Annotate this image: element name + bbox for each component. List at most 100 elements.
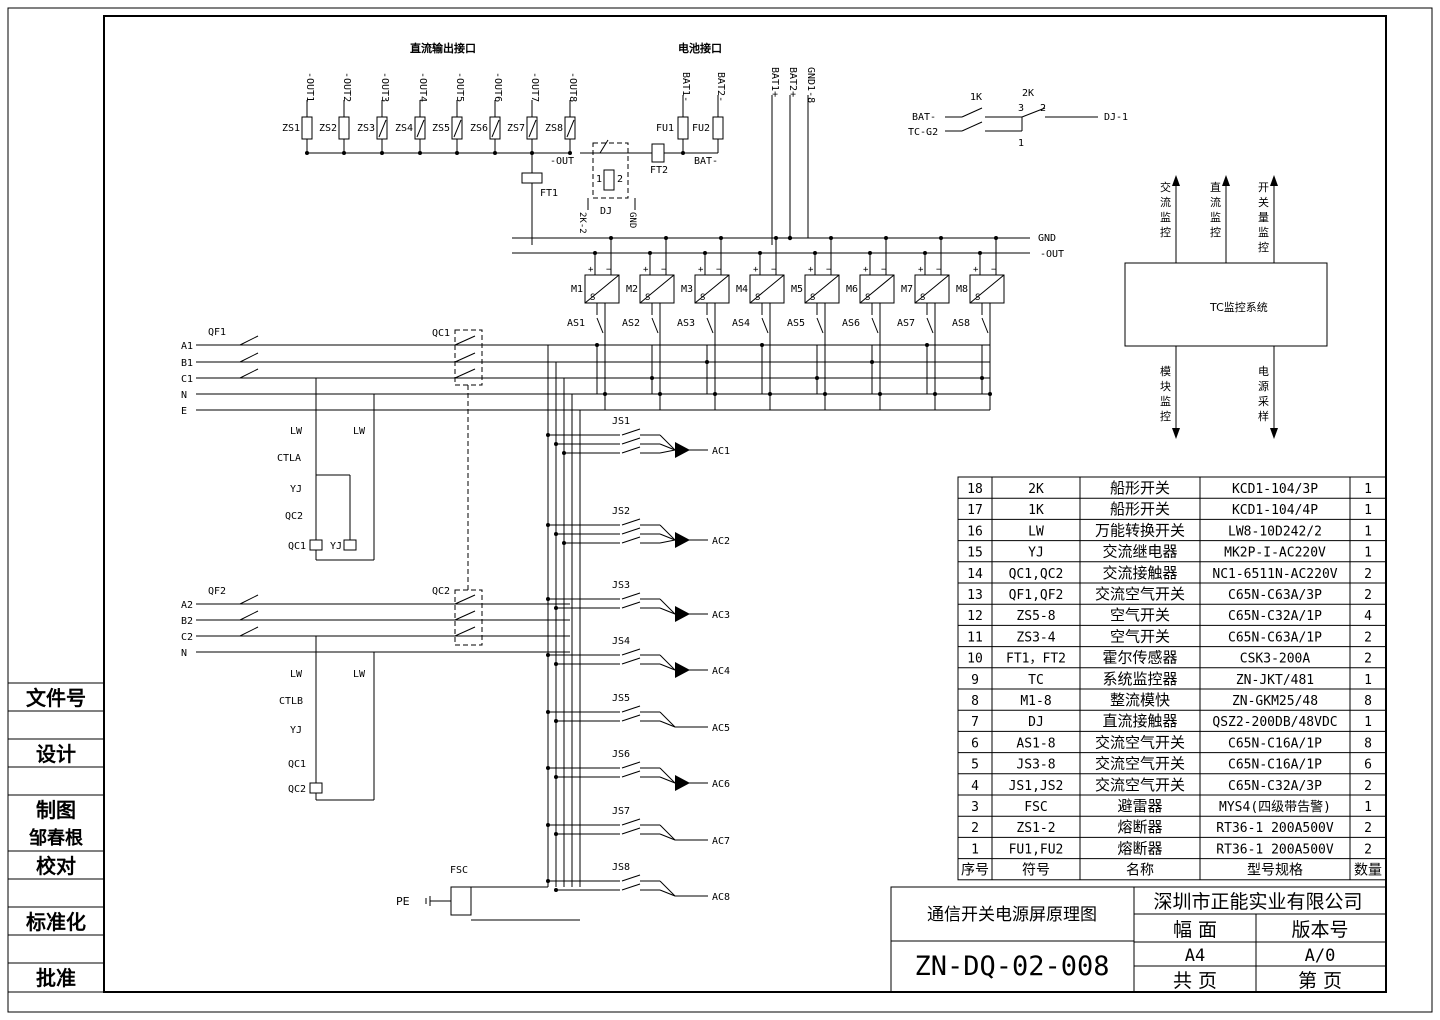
bom-cell: 1: [1364, 673, 1372, 688]
dc-switch-label: ZS8: [545, 123, 563, 134]
company-name: 深圳市正能实业有限公司: [1153, 891, 1362, 913]
bom-cell: RT36-1 200A500V: [1216, 842, 1334, 857]
svg-text:−: −: [826, 265, 832, 275]
dj-label: DJ: [600, 206, 612, 217]
drawing-number: ZN-DQ-02-008: [914, 951, 1109, 982]
bom-cell: ZS1-2: [1016, 821, 1055, 836]
svg-text:+: +: [808, 265, 814, 275]
inner-border: [103, 15, 1387, 993]
bom-cell: 空气开关: [1110, 627, 1170, 645]
dc-switch-symbol: [564, 116, 576, 140]
bom-cell: 13: [967, 588, 983, 603]
panel-label-design: 设计: [36, 742, 76, 766]
bom-cell: RT36-1 200A500V: [1216, 821, 1334, 836]
control-circuit-2: LW LW CTLB YJ QC1 QC2: [279, 636, 375, 801]
fu2-label: FU2: [692, 123, 710, 134]
switch-circuit: BAT- TC-G2 1K 2K 3 2 1 DJ-1: [908, 88, 1128, 149]
outer-border: [7, 7, 1433, 1013]
svg-text:S: S: [645, 293, 650, 303]
bom-cell: 14: [967, 567, 983, 582]
bom-cell: CSK3-200A: [1240, 652, 1311, 667]
bom-cell: 1: [1364, 524, 1372, 539]
bom-cell: 11: [967, 630, 983, 645]
ac-output-label: AC7: [712, 836, 730, 847]
phase-label: A2: [181, 600, 193, 611]
total-pages: 共 页: [1173, 970, 1217, 992]
dc-output-title: 直流输出接口: [410, 41, 476, 55]
dc-switch-symbol: [414, 116, 426, 140]
bom-cell: 2: [1364, 842, 1372, 857]
bom-cell: 交流空气开关: [1095, 733, 1185, 751]
dc-switch-label: ZS6: [470, 123, 488, 134]
bom-cell: 1: [1364, 715, 1372, 730]
tc-arrow-label: 电: [1258, 365, 1269, 378]
sw-tcg2-label: TC-G2: [908, 127, 938, 138]
bom-cell: ZN-JKT/481: [1236, 673, 1314, 688]
module-label: M7: [901, 284, 913, 295]
bom-cell: QC1,QC2: [1009, 567, 1064, 582]
svg-text:−: −: [936, 265, 942, 275]
bom-cell: 万能转换开关: [1095, 521, 1185, 539]
ac-output-label: AC8: [712, 892, 730, 903]
panel-label-approve: 批准: [36, 966, 76, 990]
bom-cell: 3: [971, 800, 979, 815]
dc-switch-label: ZS5: [432, 123, 450, 134]
qf1-label: QF1: [208, 327, 226, 338]
bom-cell: YJ: [1028, 546, 1044, 561]
ft2-label: FT2: [650, 165, 668, 176]
ctl1-qc2: QC2: [285, 511, 303, 522]
bom-cell: 7: [971, 715, 979, 730]
bom-cell: 交流继电器: [1102, 543, 1177, 561]
module-switch-label: AS7: [897, 318, 915, 329]
dc-switch-symbol: [489, 116, 501, 140]
phase-label: C2: [181, 632, 193, 643]
ac-switch-label: JS2: [612, 506, 630, 517]
tc-arrow-label: 监: [1210, 211, 1221, 224]
bom-cell: 1: [971, 842, 979, 857]
svg-text:+: +: [698, 265, 704, 275]
ctl2-ctlb: CTLB: [279, 696, 303, 707]
dc-switch-symbol: [338, 116, 350, 140]
bom-header: 符号: [1022, 863, 1050, 879]
svg-text:S: S: [920, 293, 925, 303]
ft1-label: FT1: [540, 188, 558, 199]
tc-arrow-label: 开: [1258, 181, 1269, 194]
pe-label: PE: [396, 895, 410, 908]
bom-cell: TC: [1028, 673, 1044, 688]
tc-arrow-label: 监: [1160, 395, 1171, 408]
tc-arrow-label: 关: [1258, 195, 1269, 209]
module-label: M3: [681, 284, 693, 295]
dj-pin2: 2: [617, 174, 623, 185]
bom-header: 数量: [1354, 863, 1382, 879]
bom-cell: 4: [971, 779, 979, 794]
svg-text:−: −: [716, 265, 722, 275]
bom-cell: 8: [971, 694, 979, 709]
phase-label: E: [181, 406, 187, 417]
bom-cell: 1K: [1028, 503, 1044, 518]
bom-cell: 船形开关: [1110, 500, 1170, 518]
ctl1-yj: YJ: [290, 484, 302, 495]
bom-cell: 交流空气开关: [1095, 776, 1185, 794]
ac-switch-label: JS5: [612, 693, 630, 704]
bom-cell: 9: [971, 673, 979, 688]
tc-monitoring: TC监控系统: [1124, 262, 1328, 347]
bat2-pos-label: BAT2+: [787, 67, 798, 97]
ac-output-label: AC4: [712, 666, 730, 677]
tc-arrow-label: 流: [1210, 195, 1221, 209]
dc-switch-label: ZS2: [319, 123, 337, 134]
tc-arrow-label: 流: [1160, 195, 1171, 209]
bom-cell: 10: [967, 652, 983, 667]
tc-arrow-label: 控: [1160, 409, 1171, 423]
bom-cell: ZS3-4: [1016, 630, 1055, 645]
dc-switch-label: ZS4: [395, 123, 413, 134]
bom-cell: 2: [1364, 821, 1372, 836]
svg-text:−: −: [771, 265, 777, 275]
bom-cell: 2K: [1028, 482, 1044, 497]
phase-label: B2: [181, 616, 193, 627]
bom-cell: 交流空气开关: [1095, 755, 1185, 773]
sw-2k-label: 2K: [1022, 88, 1034, 99]
ctl1-lw-b: LW: [353, 426, 366, 437]
bom-cell: 熔断器: [1117, 818, 1162, 836]
